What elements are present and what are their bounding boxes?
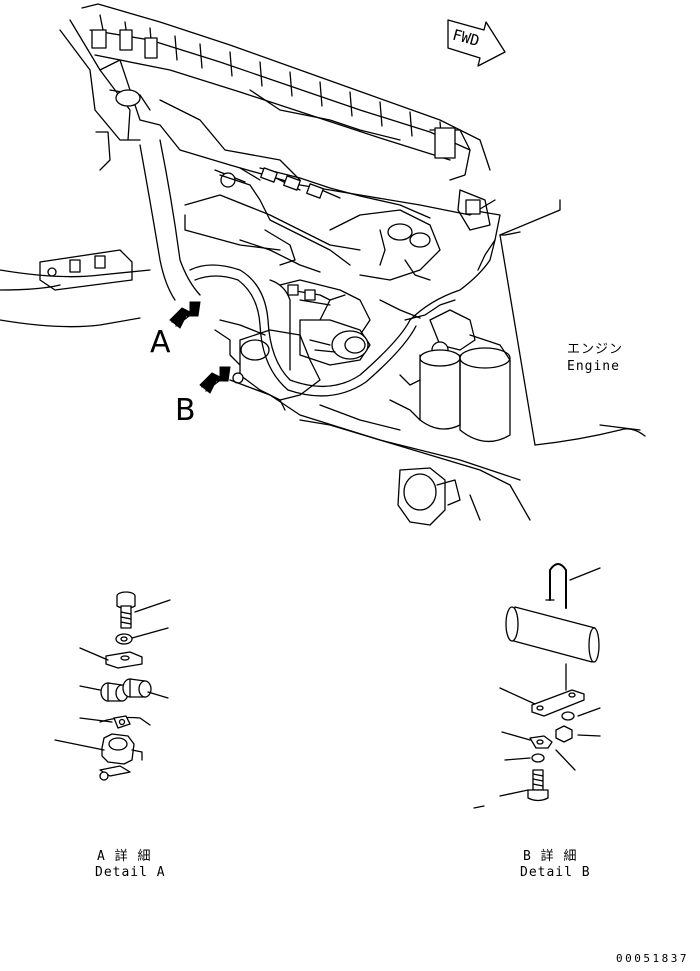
engine-cylinder-head <box>59 3 501 271</box>
detail-a-label-en: Detail A <box>95 865 166 880</box>
detail-a-label-jp: A 詳 細 <box>97 848 151 864</box>
view-arrow-a <box>169 301 201 329</box>
washer-b-right <box>561 711 575 721</box>
nut-b <box>555 725 573 743</box>
detail-b-label-en: Detail B <box>520 865 591 880</box>
u-bolt <box>545 563 567 609</box>
engine-label-en: Engine <box>567 359 620 374</box>
tube-b <box>505 606 600 663</box>
rubber-cushions <box>100 678 152 702</box>
detail-b-label-jp: B 詳 細 <box>523 848 577 864</box>
detail-a-exploded-view <box>54 591 171 781</box>
bolt-b <box>527 769 549 802</box>
fuel-hoses <box>139 139 496 397</box>
fwd-label: FWD <box>451 26 482 50</box>
engine-case <box>499 199 646 446</box>
arrow-a-label: A <box>150 325 171 360</box>
engine-label-jp: エンジン <box>567 342 623 357</box>
view-arrow-b <box>199 366 231 394</box>
washer-b-lower <box>531 753 545 763</box>
bolt-a <box>116 591 136 629</box>
plate-b <box>531 689 585 717</box>
detail-b-exploded-view <box>473 563 601 809</box>
fwd-direction-arrow: FWD <box>447 19 506 67</box>
drawing-reference-number: 00051837 <box>616 952 689 965</box>
frame-and-bracket <box>0 249 521 481</box>
engine-side-assembly <box>184 194 531 526</box>
bracket-a <box>99 733 143 781</box>
arrow-b-label: B <box>175 393 196 428</box>
